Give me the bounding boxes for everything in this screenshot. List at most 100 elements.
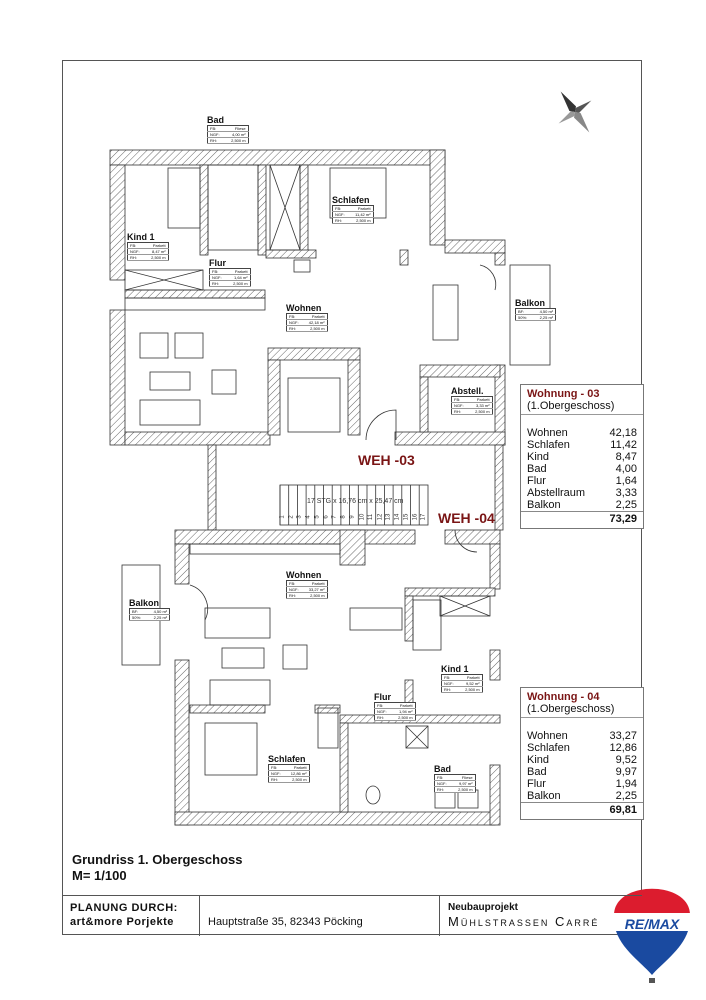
area-room: Schlafen: [527, 439, 570, 451]
furniture: [121, 164, 551, 809]
room-info-key: RH:: [332, 217, 347, 224]
room-info-value: 2,500 m: [388, 714, 416, 721]
room-info-row: NGF:4,00 m²: [207, 131, 249, 138]
room-info-key: NGF:: [441, 680, 456, 687]
room-info-key: NGF:: [451, 402, 466, 409]
room-info-row: RH:2,500 m: [286, 325, 328, 332]
walls: [109, 149, 506, 826]
room-info-key: RH:: [209, 280, 224, 287]
room-info-key: FB:: [434, 774, 449, 781]
room-info-value: 33,27 m²: [300, 586, 328, 593]
planner-name: art&more Porjekte: [70, 916, 174, 928]
stair-step-number: 15: [403, 513, 410, 521]
address: Hauptstraße 35, 82343 Pöcking: [200, 896, 440, 936]
room-info-value: 2,500 m: [465, 408, 493, 415]
area-value: 2,25: [615, 790, 637, 802]
area-value: 9,97: [615, 766, 637, 778]
stair-step-number: 8: [340, 515, 347, 519]
area-room: Flur: [527, 778, 546, 790]
stair-step-number: 2: [288, 515, 295, 519]
room-name: Wohnen: [286, 303, 322, 313]
room-info-key: 50%:: [515, 314, 530, 321]
north-arrow-icon: [558, 91, 592, 133]
stair-step-number: 6: [323, 515, 330, 519]
room-info-key: FB:: [207, 125, 222, 132]
room-info-value: 9,97 m²: [448, 780, 476, 787]
room-info-value: Parkett: [300, 580, 328, 587]
room-info-key: NGF:: [332, 211, 347, 218]
room-info-key: BF:: [129, 608, 144, 615]
room-info-value: 2,500 m: [141, 254, 169, 261]
area-room: Bad: [527, 463, 547, 475]
room-info-row: 50%:2,25 m²: [129, 614, 170, 621]
stair-step-number: 12: [377, 513, 384, 521]
room-info-value: 2,25 m²: [143, 614, 170, 621]
room-info-row: BF:4,50 m²: [515, 308, 556, 315]
room-info-value: 3,33 m²: [465, 402, 493, 409]
stair-step-number: 3: [297, 515, 304, 519]
room-info-row: FB:Parkett: [441, 674, 483, 681]
room-info-row: FB:Parkett: [374, 702, 416, 709]
room-info-value: 2,500 m: [300, 592, 328, 599]
stair-step-number: 10: [359, 513, 366, 521]
room-info-key: NGF:: [127, 248, 142, 255]
room-info-key: FB:: [286, 313, 301, 320]
room-name: Schlafen: [332, 195, 370, 205]
room-info-key: RH:: [434, 786, 449, 793]
room-info-key: RH:: [286, 325, 301, 332]
area-room: Balkon: [527, 499, 561, 511]
room-info-row: RH:2,500 m: [207, 137, 249, 144]
area-value: 9,52: [615, 754, 637, 766]
room-info-row: FB:Fliese: [434, 774, 476, 781]
area-value: 4,00: [615, 463, 637, 475]
area-total: 73,29: [521, 511, 643, 528]
room-info-row: FB:Parkett: [332, 205, 374, 212]
area-room: Bad: [527, 766, 547, 778]
room-info-row: BF:4,50 m²: [129, 608, 170, 615]
room-info-value: Parkett: [388, 702, 416, 709]
room-info-key: RH:: [451, 408, 466, 415]
room-info-value: Parkett: [455, 674, 483, 681]
room-name: Flur: [209, 258, 226, 268]
plan-title: Grundriss 1. Obergeschoss: [72, 852, 243, 867]
room-name: Balkon: [129, 598, 160, 608]
room-info-key: NGF:: [434, 780, 449, 787]
room-info-value: Parkett: [223, 268, 251, 275]
room-info-value: Parkett: [300, 313, 328, 320]
planning-label: PLANUNG DURCH:: [70, 902, 178, 914]
room-info-row: NGF:9,52 m²: [441, 680, 483, 687]
room-info-row: RH:2,500 m: [451, 408, 493, 415]
room-info-row: FB:Parkett: [286, 313, 328, 320]
room-name: Bad: [207, 115, 225, 125]
room-info-key: FB:: [209, 268, 224, 275]
room-info-row: RH:2,500 m: [127, 254, 169, 261]
room-info-row: FB:Fliese: [207, 125, 249, 132]
room-info-row: RH:2,500 m: [441, 686, 483, 693]
room-info-row: NGF:3,33 m²: [451, 402, 493, 409]
room-name: Wohnen: [286, 570, 322, 580]
stair-step-number: 7: [331, 515, 338, 519]
stair-step-number: 14: [394, 513, 401, 521]
area-value: 3,33: [615, 487, 637, 499]
room-name: Schlafen: [268, 754, 306, 764]
